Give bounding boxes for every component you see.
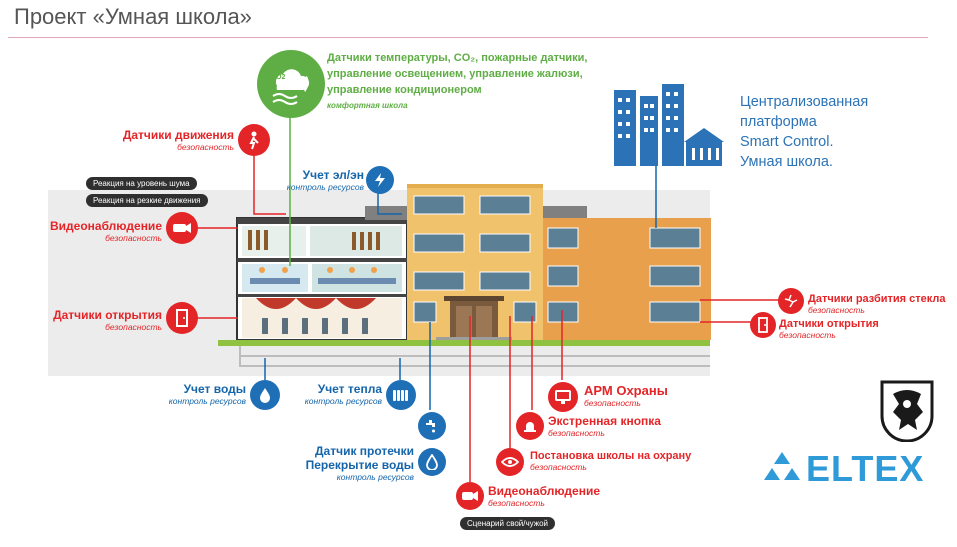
video-bottom-title: Видеонаблюдение [488, 484, 601, 498]
eltex-wordmark: ELTEX [806, 448, 925, 489]
water-sub: контроль ресурсов [168, 396, 246, 406]
arm-label: АРМ Охраны безопасность [584, 383, 668, 408]
stranger-scenario-pill: Сценарий свой/чужой [460, 517, 556, 530]
emergency-label: Экстренная кнопка безопасность [548, 414, 661, 438]
electricity-title: Учет эл/эн [302, 168, 364, 182]
water-label: Учет воды контроль ресурсов [140, 382, 246, 406]
heat-meter-icon [386, 380, 416, 410]
leak-sub: контроль ресурсов [336, 472, 414, 482]
video-left-title: Видеонаблюдение [49, 219, 162, 233]
video-left-label: Видеонаблюдение безопасность [20, 219, 162, 243]
glass-break-sub: безопасность [808, 305, 865, 315]
glass-break-title: Датчики разбития стекла [808, 293, 946, 305]
noise-reaction-pill: Реакция на уровень шума [86, 177, 197, 190]
cloud-leaf-icon [272, 69, 310, 105]
comfort-icon: CO2 [257, 50, 325, 118]
emergency-title: Экстренная кнопка [548, 414, 661, 428]
opening-left-title: Датчики открытия [53, 308, 162, 322]
video-left-sub: безопасность [105, 233, 162, 243]
city-icon [614, 84, 724, 166]
coat-of-arms-logo [880, 380, 934, 442]
platform-line4: Умная школа. [740, 154, 833, 170]
electricity-label: Учет эл/эн контроль ресурсов [270, 168, 364, 192]
faucet-icon [418, 412, 446, 440]
center-wing [407, 184, 543, 342]
glass-break-label: Датчики разбития стекла безопасность [808, 293, 946, 315]
comfort-line3: управление кондиционером [327, 84, 482, 96]
alarm-icon [524, 422, 536, 432]
droplet-icon [260, 388, 270, 403]
arming-sub: безопасность [530, 462, 587, 472]
motion-sub: безопасность [177, 142, 234, 152]
video-camera-bottom-icon [456, 482, 484, 510]
arm-security-icon [548, 382, 578, 412]
radiator-icon [393, 390, 408, 401]
arming-icon [496, 448, 524, 476]
page-title: Проект «Умная школа» [14, 4, 252, 29]
door-sensor-right-icon [750, 312, 776, 338]
motion-sensor-icon [238, 124, 270, 156]
emergency-sub: безопасность [548, 428, 605, 438]
motion-title: Датчики движения [122, 128, 234, 142]
heat-title: Учет тепла [317, 382, 382, 396]
lightning-icon [375, 173, 385, 187]
heat-sub: контроль ресурсов [304, 396, 382, 406]
tap-icon [426, 420, 435, 433]
opening-left-label: Датчики открытия безопасность [20, 308, 162, 332]
platform-line1: Централизованная [740, 94, 869, 110]
leak-label: Датчик протечки Перекрытие воды контроль… [296, 444, 414, 482]
motion-label: Датчики движения безопасность [96, 128, 234, 152]
electricity-sub: контроль ресурсов [286, 182, 364, 192]
arming-title: Постановка школы на охрану [530, 450, 692, 462]
water-title: Учет воды [183, 382, 246, 396]
opening-right-sub: безопасность [779, 330, 836, 340]
door-icon [758, 317, 768, 333]
door-icon [176, 309, 188, 327]
door-sensor-left-icon [166, 302, 198, 334]
video-camera-left-icon [166, 212, 198, 244]
video-bottom-label: Видеонаблюдение безопасность [488, 484, 600, 508]
platform-line2: платформа [740, 114, 817, 130]
title-divider [8, 37, 928, 38]
electricity-meter-icon [366, 166, 394, 194]
walking-person-icon [249, 131, 259, 150]
monitor-icon [555, 390, 571, 404]
platform-description: Централизованная платформа Smart Control… [740, 92, 868, 172]
comfort-sub: комфортная школа [327, 101, 408, 110]
comfort-line2: управление освещением, управление жалюзи… [327, 68, 583, 80]
platform-line3: Smart Control. [740, 134, 834, 150]
opening-right-label: Датчики открытия безопасность [779, 318, 879, 340]
comfort-label: Датчики температуры, CO₂, пожарные датчи… [327, 50, 587, 114]
arm-title: АРМ Охраны [584, 383, 668, 398]
heat-label: Учет тепла контроль ресурсов [282, 382, 382, 406]
eye-icon [501, 457, 519, 467]
co2-badge: CO2 [271, 74, 286, 81]
camera-icon [462, 491, 478, 501]
arm-sub: безопасность [584, 398, 641, 408]
sharp-move-reaction-pill: Реакция на резкие движения [86, 194, 208, 207]
leak-line1: Датчик протечки [315, 444, 414, 458]
right-wing [543, 206, 711, 340]
camera-icon [173, 223, 191, 233]
emergency-button-icon [516, 412, 544, 440]
broken-glass-icon [784, 294, 798, 308]
eltex-logo-mark [764, 452, 800, 480]
leak-line2: Перекрытие воды [305, 458, 414, 472]
comfort-line1: Датчики температуры, CO₂, пожарные датчи… [327, 52, 588, 64]
leak-sensor-icon [418, 448, 446, 476]
left-wing [236, 206, 408, 341]
water-drop-icon [426, 454, 438, 470]
arming-label: Постановка школы на охрану безопасность [530, 450, 691, 472]
glass-break-icon [778, 288, 804, 314]
water-meter-icon [250, 380, 280, 410]
opening-right-title: Датчики открытия [779, 318, 879, 330]
opening-left-sub: безопасность [105, 322, 162, 332]
video-bottom-sub: безопасность [488, 498, 545, 508]
